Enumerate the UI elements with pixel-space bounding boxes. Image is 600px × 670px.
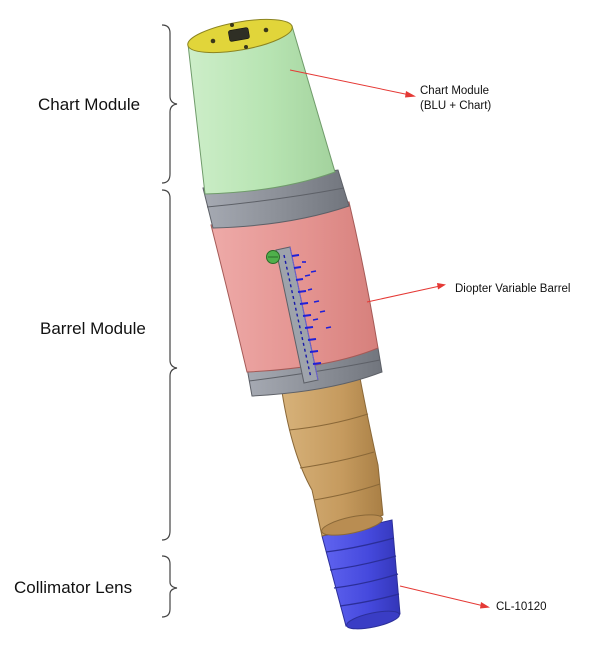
callout-chart-module: Chart Module (BLU + Chart) <box>420 84 491 114</box>
label-collimator-lens: Collimator Lens <box>14 578 133 597</box>
callout-chart-module-line2: (BLU + Chart) <box>420 100 492 112</box>
bracket-chart-module <box>161 24 178 184</box>
bracket-collimator-lens <box>161 555 178 618</box>
chart-module-part <box>187 18 336 195</box>
arrow-cl-part <box>399 585 485 607</box>
brass-section <box>281 377 384 537</box>
arrow-chart-module <box>289 69 411 96</box>
brackets <box>161 24 178 618</box>
bracket-barrel-module <box>161 189 178 541</box>
leader-arrows <box>289 69 490 609</box>
callout-diopter-variable-barrel: Diopter Variable Barrel <box>455 283 571 295</box>
diopter-scale-marks <box>291 254 322 365</box>
diopter-scale-numbers <box>302 261 332 329</box>
label-barrel-module: Barrel Module <box>40 319 146 338</box>
callout-chart-module-line1: Chart Module <box>420 85 490 97</box>
arrow-diopter-barrel <box>366 285 441 303</box>
diopter-barrel <box>210 201 379 384</box>
collimator-lens-part <box>321 519 401 630</box>
label-chart-module: Chart Module <box>38 95 141 114</box>
callout-cl-part: CL-10120 <box>496 601 547 613</box>
